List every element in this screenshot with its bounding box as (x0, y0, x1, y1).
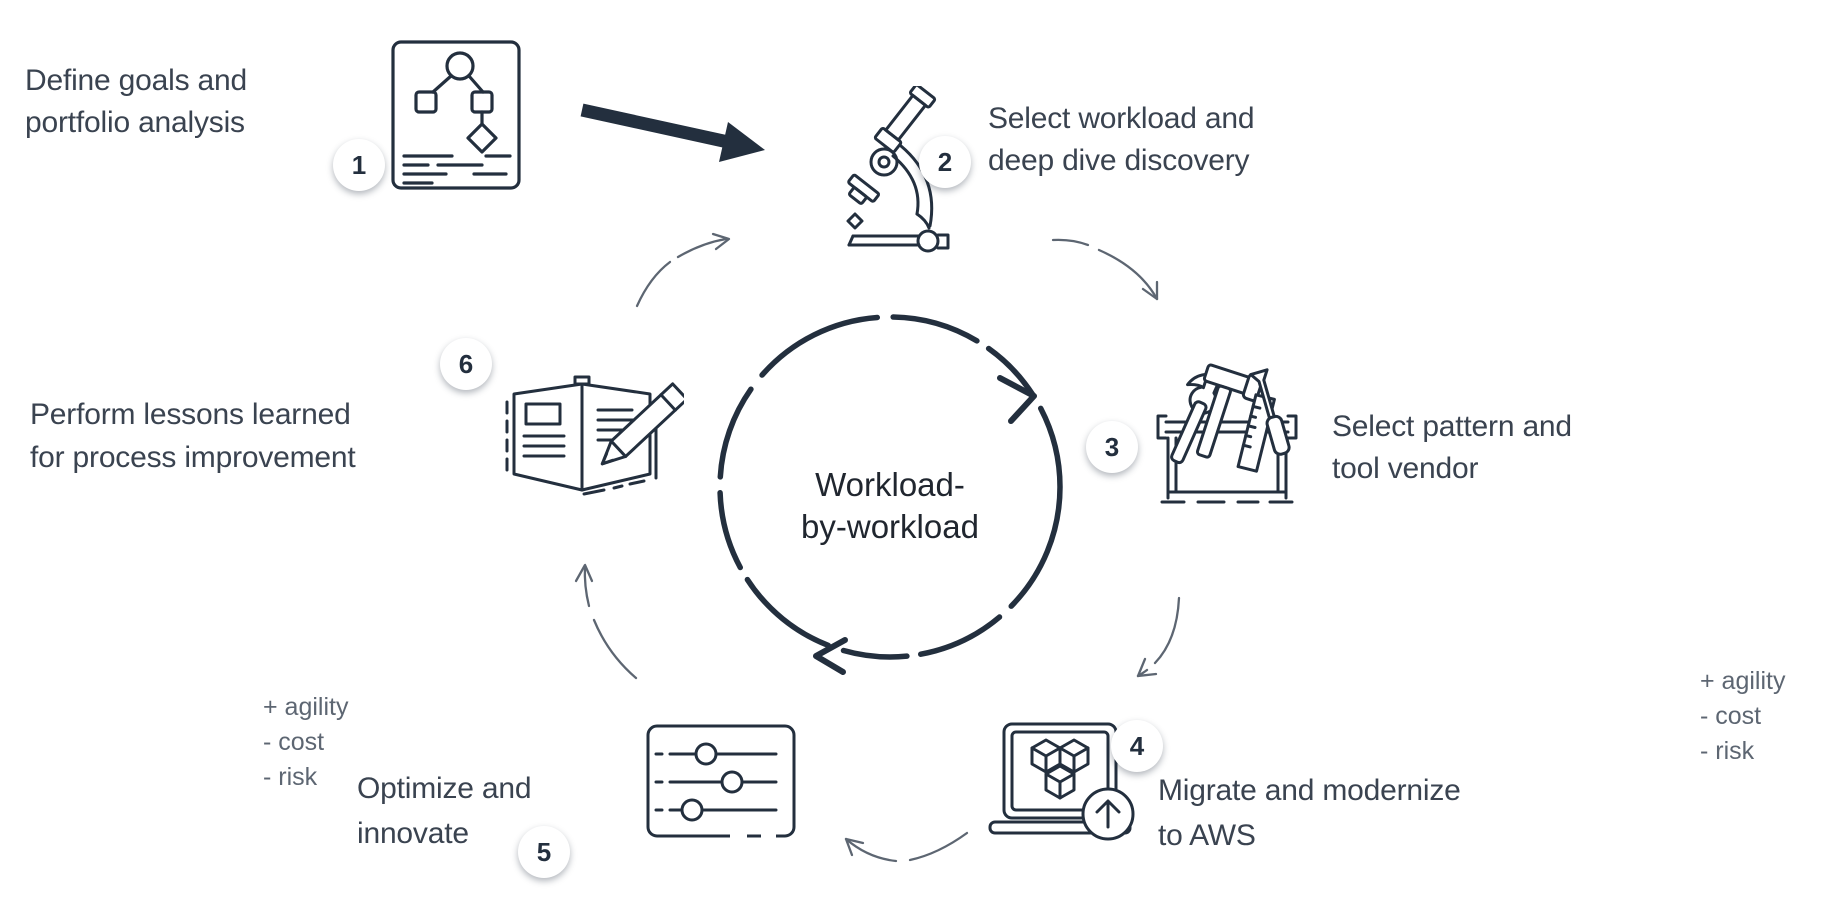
step-4-label-line-1: Migrate and modernize (1158, 774, 1461, 807)
step-6-label-line-1: Perform lessons learned (30, 398, 351, 431)
cycle-arrowhead-bottom (813, 637, 848, 675)
connector-arc-2-to-3 (1051, 238, 1159, 301)
step-2-label-line-2: deep dive discovery (988, 144, 1250, 177)
step-2-label: Select workload and deep dive discovery (988, 98, 1255, 182)
sliders-icon (646, 724, 796, 840)
step-5-badge: 5 (518, 826, 570, 878)
annotation-agility: + agility (1700, 667, 1786, 695)
step-5-label-line-1: Optimize and (357, 772, 532, 805)
step-4-label-line-2: to AWS (1158, 819, 1256, 852)
laptop-upload-icon (988, 722, 1135, 841)
step-2-badge: 2 (919, 136, 971, 188)
connector-arc-4-to-5 (844, 831, 969, 863)
annotation-agility: + agility (263, 693, 349, 721)
step-3-badge: 3 (1086, 421, 1138, 473)
document-flowchart-icon (391, 40, 521, 190)
step-1-label-line-2: portfolio analysis (25, 106, 245, 139)
step-6-label-line-2: for process improvement (30, 441, 356, 474)
cycle-center-line-1: Workload- (815, 466, 965, 503)
cycle-arrowhead-top-right (997, 375, 1037, 424)
step-1-badge: 1 (333, 139, 385, 191)
annotation-risk: - risk (263, 763, 318, 791)
step-4-badge: 4 (1111, 720, 1163, 772)
annotation-risk: - risk (1700, 737, 1755, 765)
step-6-label: Perform lessons learned for process impr… (30, 393, 356, 479)
microscope-icon (846, 86, 950, 253)
step-2-label-line-1: Select workload and (988, 102, 1255, 135)
connector-arc-6-to-1 (635, 232, 731, 308)
pencil (600, 382, 684, 466)
cycle-circle (717, 314, 1063, 675)
cycle-center-line-2: by-workload (801, 508, 979, 545)
step-5-label-line-2: innovate (357, 817, 469, 850)
step-3-label-line-1: Select pattern and (1332, 410, 1572, 443)
benefits-annotation-left: + agility - cost - risk (263, 690, 348, 795)
open-book-pencil-icon (505, 375, 684, 496)
connector-arc-5-to-6 (574, 563, 638, 680)
annotation-cost: - cost (1700, 702, 1762, 730)
upload-arrow-circle (1081, 787, 1135, 841)
step-1-label: Define goals and portfolio analysis (25, 60, 247, 144)
step-1-label-line-1: Define goals and (25, 64, 247, 97)
step-5-label: Optimize and innovate (357, 766, 532, 856)
annotation-cost: - cost (263, 728, 325, 756)
aws-cubes (1030, 738, 1090, 800)
arrow-step1-to-step2 (580, 103, 765, 162)
toolbox-icon (1156, 363, 1298, 504)
benefits-annotation-right: + agility - cost - risk (1700, 664, 1785, 769)
cycle-center-label: Workload- by-workload (740, 464, 1040, 548)
step-3-label: Select pattern and tool vendor (1332, 406, 1572, 490)
step-4-label: Migrate and modernize to AWS (1158, 768, 1461, 858)
step-6-badge: 6 (440, 338, 492, 390)
step-3-label-line-2: tool vendor (1332, 452, 1479, 485)
connector-arc-3-to-4 (1136, 596, 1181, 678)
